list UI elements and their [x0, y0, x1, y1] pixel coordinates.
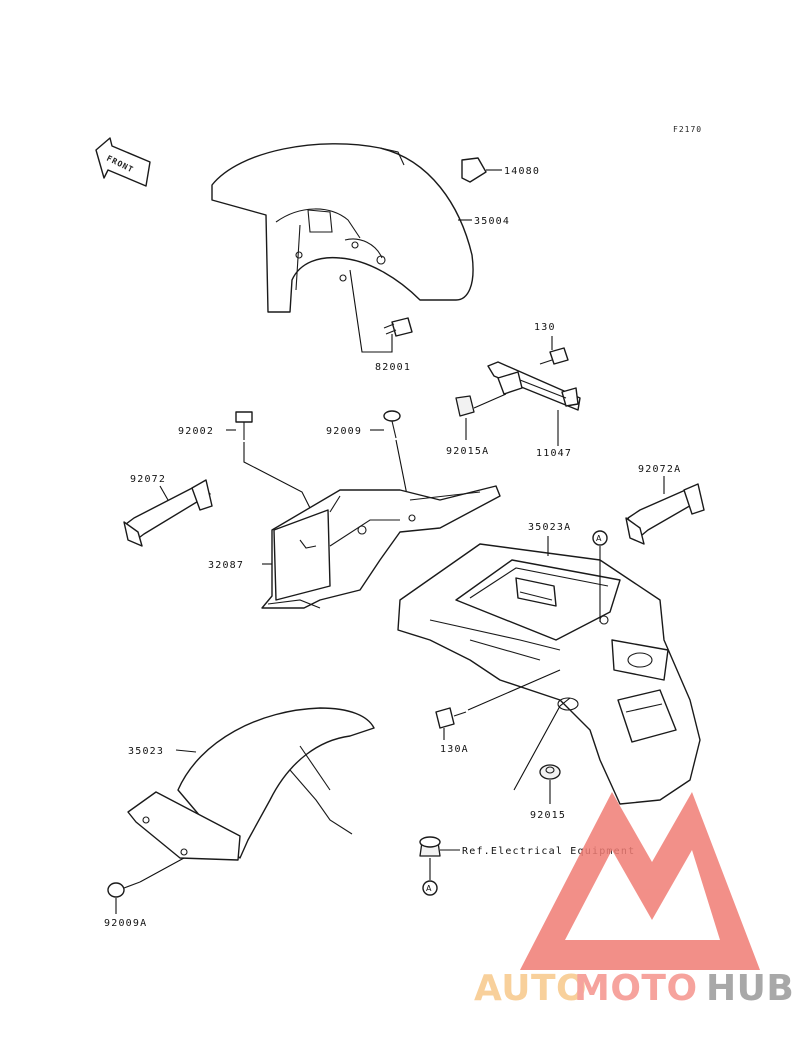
- label-14080: 14080: [504, 166, 540, 177]
- watermark-hub: HUB: [706, 968, 794, 1009]
- screw-92009: [383, 410, 401, 439]
- front-direction-arrow: FRONT: [95, 137, 151, 187]
- callout-marker-a-bottom-label: A: [426, 884, 432, 893]
- strap-92072: [123, 479, 213, 547]
- rear-fender-35023A: [397, 543, 701, 805]
- label-92009: 92009: [326, 426, 362, 437]
- grommet-ref-electrical: [419, 836, 441, 857]
- callout-marker-a-top-label: A: [596, 534, 602, 543]
- nut-92015A: [455, 395, 475, 417]
- bolt-130A: [435, 707, 467, 729]
- label-92015A: 92015A: [446, 446, 489, 457]
- bolt-130: [539, 347, 569, 365]
- bolt-82001: [383, 317, 413, 337]
- label-35023: 35023: [128, 746, 164, 757]
- bracket-11047: [487, 361, 581, 411]
- cap-14080: [461, 157, 487, 183]
- label-82001: 82001: [375, 362, 411, 373]
- label-92015: 92015: [530, 810, 566, 821]
- label-35004: 35004: [474, 216, 510, 227]
- battery-case-32087: [261, 485, 501, 609]
- callout-marker-a-bottom: [422, 880, 438, 896]
- front-fender-35004: [211, 143, 474, 313]
- label-92072A: 92072A: [638, 464, 681, 475]
- label-130A: 130A: [440, 744, 469, 755]
- watermark-logo: AUTO MOTO HUB: [474, 792, 794, 1009]
- label-ref-electrical: Ref.Electrical Equipment: [462, 846, 635, 857]
- label-92009A: 92009A: [104, 918, 147, 929]
- label-92072: 92072: [130, 474, 166, 485]
- label-35023A: 35023A: [528, 522, 571, 533]
- figure-code: F2170: [673, 125, 702, 134]
- label-130: 130: [534, 322, 556, 333]
- mudguard-35023: [127, 707, 375, 861]
- watermark-moto: MOTO: [574, 968, 698, 1009]
- label-11047: 11047: [536, 448, 572, 459]
- bolt-92002: [235, 411, 253, 440]
- grommet-92015: [539, 764, 561, 780]
- screw-92009A: [107, 881, 141, 898]
- label-92002: 92002: [178, 426, 214, 437]
- callout-marker-a-top: [592, 530, 608, 546]
- label-32087: 32087: [208, 560, 244, 571]
- strap-92072A: [625, 483, 705, 545]
- watermark-auto: AUTO: [474, 968, 587, 1009]
- watermark-triangle: [520, 792, 760, 970]
